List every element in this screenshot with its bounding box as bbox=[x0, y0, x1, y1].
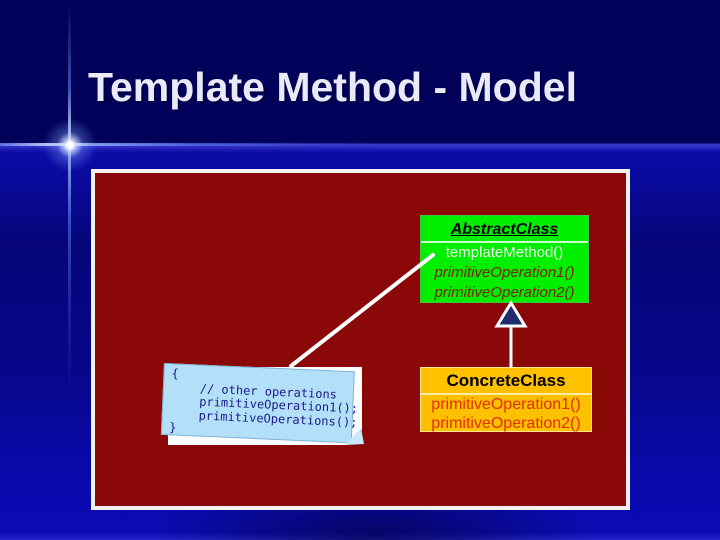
lens-flare-glow bbox=[42, 117, 98, 173]
concrete-class-name: ConcreteClass bbox=[446, 371, 566, 390]
class-method: primitiveOperation2() bbox=[434, 284, 575, 301]
class-separator bbox=[421, 241, 588, 243]
lens-flare-horizontal-line bbox=[0, 143, 380, 146]
class-method: primitiveOperation1() bbox=[434, 264, 575, 281]
inheritance-arrow-icon bbox=[494, 300, 528, 328]
code-note: { // other operations primitiveOperation… bbox=[160, 363, 359, 444]
class-method: templateMethod() bbox=[445, 244, 564, 261]
lens-flare-vertical-line bbox=[68, 4, 71, 396]
callout-line bbox=[289, 253, 435, 368]
code-text: { // other operations primitiveOperation… bbox=[168, 366, 359, 435]
diagram-panel: { // other operations primitiveOperation… bbox=[91, 169, 630, 510]
class-method: primitiveOperation1() bbox=[431, 396, 581, 413]
abstract-class-box: AbstractClass templateMethod() primitive… bbox=[420, 215, 589, 303]
slide-title: Template Method - Model bbox=[88, 64, 577, 110]
concrete-class-box: ConcreteClass primitiveOperation1() prim… bbox=[420, 367, 592, 432]
class-method: primitiveOperation2() bbox=[431, 415, 581, 432]
abstract-class-name: AbstractClass bbox=[450, 221, 559, 238]
class-separator bbox=[421, 393, 591, 395]
